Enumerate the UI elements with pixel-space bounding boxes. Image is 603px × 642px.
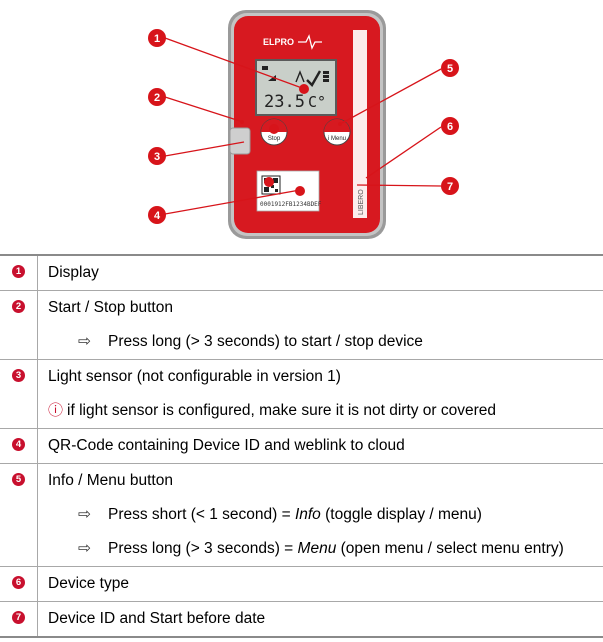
- legend-number-badge: 6: [12, 576, 25, 589]
- callout-1: 1: [148, 29, 166, 47]
- legend-row: 7 Device ID and Start before date: [0, 601, 603, 638]
- legend-table: 1 Display 2 Start / Stop button ⇨Press l…: [0, 254, 603, 638]
- svg-text:6: 6: [447, 121, 453, 133]
- callout-lines: [164, 37, 442, 215]
- legend-subitem: ⇨Press long (> 3 seconds) = Menu (open m…: [48, 532, 603, 566]
- brand-logo: ELPRO: [263, 37, 294, 47]
- legend-row: 4 QR-Code containing Device ID and webli…: [0, 428, 603, 464]
- device-figure: ELPRO 23.5 C° Stop i Menu: [148, 10, 459, 239]
- light-sensor: [229, 127, 251, 155]
- legend-text: Device ID and Start before date: [48, 610, 266, 627]
- legend-row: 6 Device type: [0, 566, 603, 602]
- arrow-right-icon: ⇨: [78, 506, 91, 523]
- legend-number-badge: 5: [12, 473, 25, 486]
- svg-text:1: 1: [154, 33, 160, 45]
- legend-text: Display: [48, 264, 99, 281]
- legend-row: 5 Info / Menu button ⇨Press short (< 1 s…: [0, 463, 603, 567]
- legend-number-badge: 7: [12, 611, 25, 624]
- data-logger-device: ELPRO 23.5 C° Stop i Menu: [228, 10, 386, 239]
- legend-text: Device type: [48, 575, 129, 592]
- svg-text:7: 7: [447, 181, 453, 193]
- callout-5: 5: [441, 59, 459, 77]
- info-circle-icon: ⓘ: [48, 402, 64, 419]
- callout-7: 7: [441, 177, 459, 195]
- legend-row: 2 Start / Stop button ⇨Press long (> 3 s…: [0, 290, 603, 360]
- legend-row: 3 Light sensor (not configurable in vers…: [0, 359, 603, 429]
- temperature-unit: C°: [308, 93, 326, 111]
- arrow-right-icon: ⇨: [78, 540, 91, 557]
- legend-number-badge: 3: [12, 369, 25, 382]
- temperature-reading: 23.5: [264, 92, 305, 112]
- qr-label: 0001912FB1234BDEF: [256, 170, 322, 212]
- brand-logo-mark: [298, 34, 322, 50]
- lcd-display: [255, 59, 337, 116]
- callout-3: 3: [148, 147, 166, 165]
- legend-text: Light sensor (not configurable in versio…: [48, 368, 341, 385]
- legend-subitem: ⇨Press long (> 3 seconds) to start / sto…: [48, 325, 603, 359]
- legend-number-badge: 4: [12, 438, 25, 451]
- callout-4: 4: [148, 206, 166, 224]
- legend-subitem: ⇨Press short (< 1 second) = Info (toggle…: [48, 498, 603, 532]
- svg-text:4: 4: [154, 210, 161, 222]
- svg-text:Stop: Stop: [268, 136, 281, 142]
- svg-text:3: 3: [154, 151, 160, 163]
- legend-text: Info / Menu button: [48, 472, 173, 489]
- side-stripe: [353, 30, 367, 218]
- legend-number-badge: 1: [12, 265, 25, 278]
- arrow-right-icon: ⇨: [78, 333, 91, 350]
- callout-2: 2: [148, 88, 166, 106]
- legend-text: QR-Code containing Device ID and weblink…: [48, 437, 405, 454]
- svg-text:5: 5: [447, 63, 453, 75]
- callout-6: 6: [441, 117, 459, 135]
- svg-text:2: 2: [154, 92, 160, 104]
- device-id-text: 0001912FB1234BDEF: [260, 201, 322, 208]
- lcd-status-icons: [262, 66, 329, 87]
- callout-badges: 1 2 3 4 5 6 7: [148, 29, 459, 224]
- callout-dots: [240, 84, 342, 196]
- legend-number-badge: 2: [12, 300, 25, 313]
- legend-text: Start / Stop button: [48, 299, 173, 316]
- info-menu-button[interactable]: i Menu: [323, 118, 351, 146]
- device-type-label: LIBERO: [358, 189, 365, 215]
- legend-row: 1 Display: [0, 254, 603, 291]
- svg-text:i Menu: i Menu: [328, 136, 346, 142]
